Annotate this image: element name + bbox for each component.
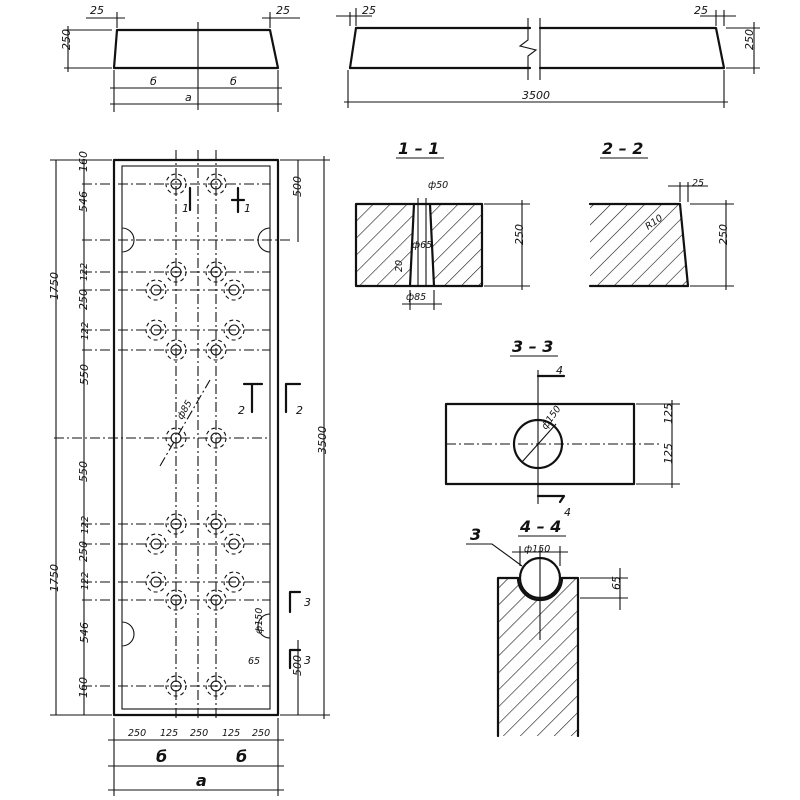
plan-dim-11: 160 [77, 677, 90, 698]
section-4-dia: ф150 [524, 544, 550, 555]
end-taper-left: 25 [90, 4, 104, 17]
section-2-2: 2 – 2 25 R10 250 [588, 139, 734, 290]
plan-dim-5: 550 [78, 364, 91, 385]
side-view: 25 25 250 3500 [336, 4, 760, 108]
section-1-depth: 20 [394, 260, 405, 272]
section-3-cut-bottom: 4 [564, 506, 571, 519]
section-3-upper: 125 [662, 403, 675, 424]
section-1-top-dia: ф50 [428, 180, 448, 191]
plan-dim-4: 122 [80, 322, 91, 340]
bottom-half-right: б [236, 747, 247, 766]
end-half-left: б [150, 75, 157, 88]
section-3-lower: 125 [662, 443, 675, 464]
cut-1-left: 1 [182, 202, 189, 215]
section-4-title: 4 – 4 [519, 517, 561, 536]
section-3-cut-top: 4 [556, 364, 563, 377]
plan-dim-8: 250 [77, 541, 90, 562]
cut-3-top: 3 [304, 596, 311, 609]
end-taper-right: 25 [276, 4, 290, 17]
plan-right-lower: 500 [291, 655, 304, 676]
end-width: а [185, 91, 192, 104]
cut-1-right: 1 [244, 202, 251, 215]
end-height: 250 [60, 29, 73, 50]
section-1-title: 1 – 1 [398, 139, 439, 158]
side-height: 250 [743, 29, 756, 50]
plan-dim-10: 546 [78, 622, 91, 643]
plan-dim-7: 122 [80, 516, 91, 534]
plan-notch-dia: ф150 [254, 608, 265, 634]
side-taper-left: 25 [362, 4, 376, 17]
bottom-dim-4: 250 [252, 728, 270, 739]
section-2-height: 250 [717, 224, 730, 245]
end-view: 25 25 250 б б а [60, 4, 300, 112]
plan-dim-6: 550 [77, 461, 90, 482]
section-4-depth: 65 [610, 576, 623, 590]
bottom-dim-3: 125 [222, 728, 240, 739]
bottom-dim-0: 250 [128, 728, 146, 739]
section-1-bottom-dia: ф85 [406, 292, 426, 303]
plan-length: 3500 [316, 426, 329, 454]
plan-half-upper: 1750 [48, 272, 61, 300]
section-2-title: 2 – 2 [602, 139, 643, 158]
section-1-1: 1 – 1 ф50 ф65 ф85 20 250 [354, 139, 530, 310]
plan-dim-1: 546 [77, 191, 90, 212]
section-4-4: 4 – 4 ф150 65 3 [466, 517, 628, 738]
cut-2-left: 2 [238, 404, 245, 417]
plan-dim-9: 122 [80, 572, 91, 590]
bottom-dim-2: 250 [190, 728, 208, 739]
cut-3-bottom: 3 [304, 654, 311, 667]
section-1-mid-dia: ф65 [412, 240, 432, 251]
plan-view: 160 546 122 250 122 550 550 122 250 122 … [48, 150, 330, 796]
side-taper-right: 25 [694, 4, 708, 17]
section-4-leader: 3 [470, 525, 481, 544]
section-1-height: 250 [513, 224, 526, 245]
end-half-right: б [230, 75, 237, 88]
plan-hole-dim: ф85 [175, 398, 195, 421]
section-3-title: 3 – 3 [512, 337, 553, 356]
bottom-width: а [196, 771, 207, 790]
side-length: 3500 [522, 89, 550, 102]
bottom-dim-1: 125 [160, 728, 178, 739]
section-3-3: 3 – 3 ф150 4 4 125 125 [444, 337, 680, 519]
plan-holes [145, 173, 245, 697]
plan-dim-0: 160 [77, 151, 90, 172]
section-3-dia: ф150 [539, 404, 563, 432]
cut-2-right: 2 [296, 404, 303, 417]
plan-gridlines [54, 183, 290, 687]
bottom-half-left: б [156, 747, 167, 766]
plan-notch-depth: 65 [248, 656, 260, 667]
section-2-chamfer: 25 [692, 178, 704, 189]
plan-right-upper: 500 [291, 176, 304, 197]
plan-dim-2: 122 [79, 263, 90, 281]
plan-dim-3: 250 [77, 289, 90, 310]
plan-half-lower: 1750 [48, 564, 61, 592]
